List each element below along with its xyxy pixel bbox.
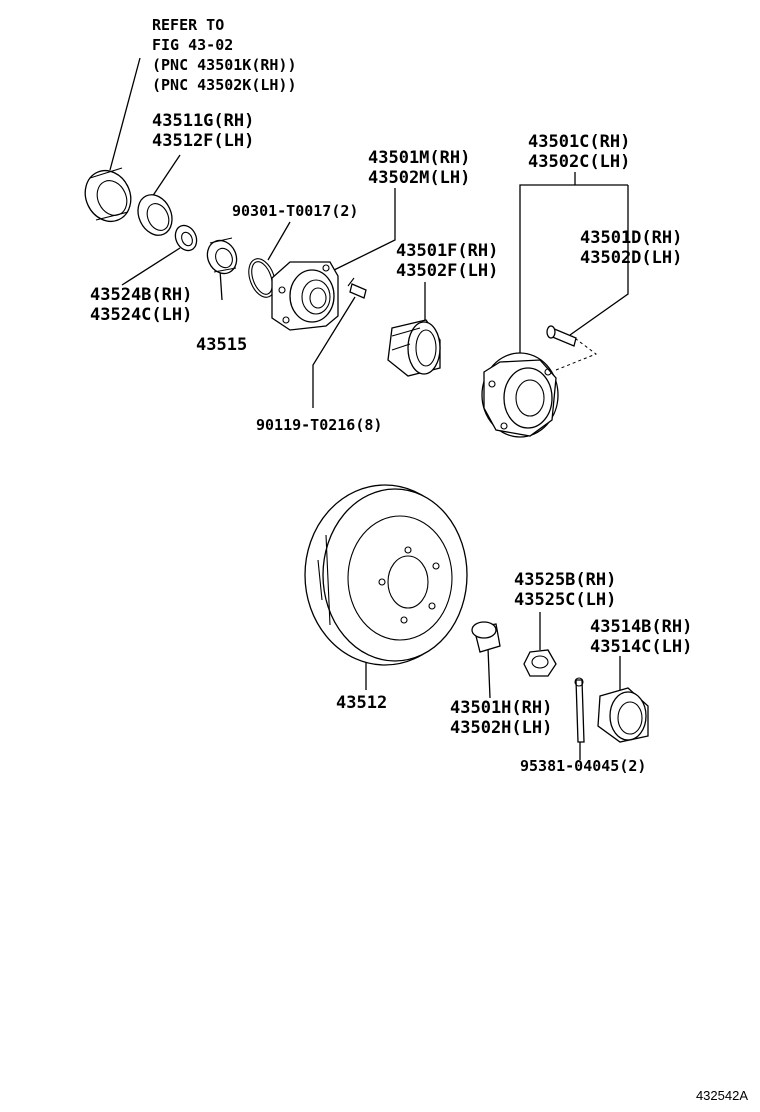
brake-disc-part [304, 484, 468, 666]
label-43515: 43515 [196, 335, 247, 355]
label-43501f: 43501F(RH) [396, 241, 498, 261]
label-43501m: 43501M(RH) [368, 148, 470, 168]
bearing-part [206, 237, 238, 275]
label-43502d: 43502D(LH) [580, 248, 682, 268]
figure-id: 432542A [696, 1088, 748, 1103]
label-43525c: 43525C(LH) [514, 590, 616, 610]
label-43501h: 43501H(RH) [450, 698, 552, 718]
label-43501c: 43501C(RH) [528, 132, 630, 152]
hub-assembly-part [481, 335, 598, 438]
label-43512f: 43512F(LH) [152, 131, 254, 151]
bearing-cup-part [137, 194, 173, 236]
label-90119: 90119-T0216(8) [256, 416, 382, 434]
label-43502f: 43502F(LH) [396, 261, 498, 281]
leader-lines [109, 57, 629, 760]
label-43512: 43512 [336, 693, 387, 713]
o-ring-part [248, 258, 276, 298]
refer-note: REFER TO FIG 43-02 (PNC 43501K(RH)) (PNC… [152, 16, 297, 94]
label-95381: 95381-04045(2) [520, 757, 646, 775]
label-43501d: 43501D(RH) [580, 228, 682, 248]
refer-note-line2: FIG 43-02 [152, 36, 233, 54]
hub-stud-part [546, 325, 577, 347]
washer-part [174, 224, 198, 252]
label-43514c: 43514C(LH) [590, 637, 692, 657]
hub-flange-part [271, 261, 339, 331]
label-43514b: 43514B(RH) [590, 617, 692, 637]
refer-note-line3: (PNC 43501K(RH)) [152, 56, 297, 74]
label-43525b: 43525B(RH) [514, 570, 616, 590]
lock-nut-part [523, 649, 557, 677]
refer-note-line4: (PNC 43502K(LH)) [152, 76, 297, 94]
label-43502c: 43502C(LH) [528, 152, 630, 172]
hub-bolt-part [347, 277, 367, 299]
label-43511g: 43511G(RH) [152, 111, 254, 131]
label-43524b: 43524B(RH) [90, 285, 192, 305]
label-43502m: 43502M(LH) [368, 168, 470, 188]
refer-note-line1: REFER TO [152, 16, 224, 34]
label-90301: 90301-T0017(2) [232, 202, 358, 220]
label-43524c: 43524C(LH) [90, 305, 192, 325]
washer-h-part [471, 621, 501, 653]
hub-cap-part [597, 687, 649, 743]
sleeve-part [387, 319, 441, 377]
label-43502h: 43502H(LH) [450, 718, 552, 738]
cotter-pin-part [574, 677, 585, 743]
oil-seal-part [84, 167, 132, 222]
